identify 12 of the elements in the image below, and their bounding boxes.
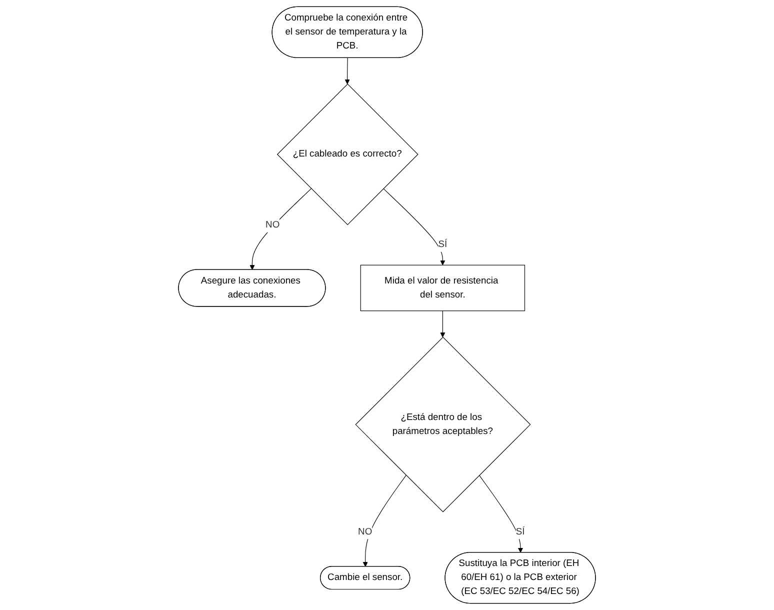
arrow <box>362 474 406 567</box>
edge-label: SÍ <box>438 240 448 250</box>
arrow <box>478 474 524 553</box>
edge-label: SÍ <box>516 526 525 537</box>
node-box: Mida el valor de resistencia del sensor. <box>360 264 526 312</box>
edge-label: NO <box>266 220 280 230</box>
edge-label: NO <box>358 526 372 537</box>
arrow <box>440 310 446 338</box>
arrow <box>383 188 446 266</box>
node-diamond: ¿Está dentro de los parámetros aceptables? <box>355 336 531 512</box>
arrow <box>250 188 312 270</box>
arrow <box>344 58 350 84</box>
